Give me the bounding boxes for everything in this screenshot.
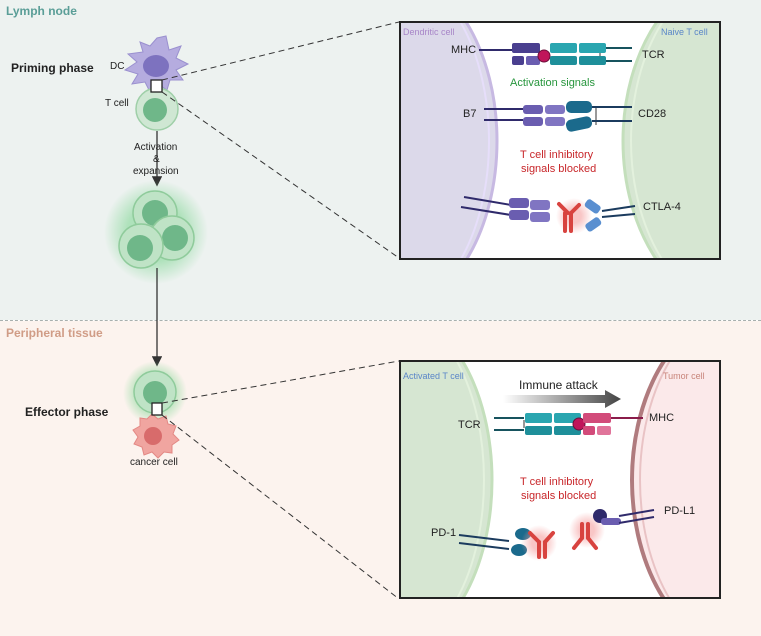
- dendritic-cell-label: Dendritic cell: [403, 27, 455, 37]
- activation-amp: &: [153, 154, 160, 165]
- b7-cd28-complex: [484, 101, 632, 132]
- pd1-label: PD-1: [431, 527, 457, 539]
- naive-t-cell: [135, 87, 179, 131]
- tcr-label-bottom: TCR: [458, 419, 481, 431]
- tcr-label-top: TCR: [642, 49, 665, 61]
- inhibitory-label-bottom-2: signals blocked: [521, 490, 597, 502]
- zoom-box-bottom: [151, 402, 163, 416]
- pdl1-blocked: [569, 509, 655, 550]
- activation-label: Activation: [134, 142, 178, 153]
- inhibitory-label-top-2: signals blocked: [521, 163, 597, 175]
- pdl1-label: PD-L1: [664, 505, 696, 517]
- mhc-label-top: MHC: [451, 44, 477, 56]
- section-divider: [0, 320, 761, 321]
- panel-top-drawing: [399, 21, 721, 260]
- inhibitory-label-top-1: T cell inhibitory: [520, 149, 594, 161]
- mhc-tcr-complex: [479, 43, 632, 65]
- activation-signals-label: Activation signals: [510, 77, 595, 89]
- t-cell-label: T cell: [105, 98, 129, 109]
- expansion-label: expansion: [133, 166, 179, 177]
- panel-bottom-drawing: [399, 360, 721, 599]
- ctla4-label: CTLA-4: [643, 201, 681, 213]
- dc-label: DC: [110, 61, 125, 72]
- inhibitory-label-bottom-1: T cell inhibitory: [520, 476, 594, 488]
- zoom-box-top: [150, 79, 163, 93]
- tcr-mhc-complex-bottom: [494, 413, 643, 435]
- expanded-t-cells: [104, 180, 208, 284]
- immune-attack-label: Immune attack: [519, 378, 598, 392]
- naive-t-cell-label: Naive T cell: [661, 27, 708, 37]
- lymph-node-title: Lymph node: [6, 4, 77, 18]
- mhc-label-bottom: MHC: [649, 412, 675, 424]
- pd1-blocked: [458, 525, 557, 561]
- cd28-label: CD28: [638, 108, 667, 120]
- priming-phase-label: Priming phase: [11, 61, 94, 75]
- cancer-cell-label: cancer cell: [130, 457, 178, 468]
- b7-label: B7: [463, 108, 477, 120]
- cancer-cell: [132, 413, 180, 459]
- peripheral-tissue-title: Peripheral tissue: [6, 326, 103, 340]
- tumor-cell-label: Tumor cell: [663, 371, 705, 381]
- activated-t-cell-label: Activated T cell: [403, 371, 464, 381]
- b7-ctla4-blocked: [460, 196, 636, 234]
- effector-phase-label: Effector phase: [25, 405, 109, 419]
